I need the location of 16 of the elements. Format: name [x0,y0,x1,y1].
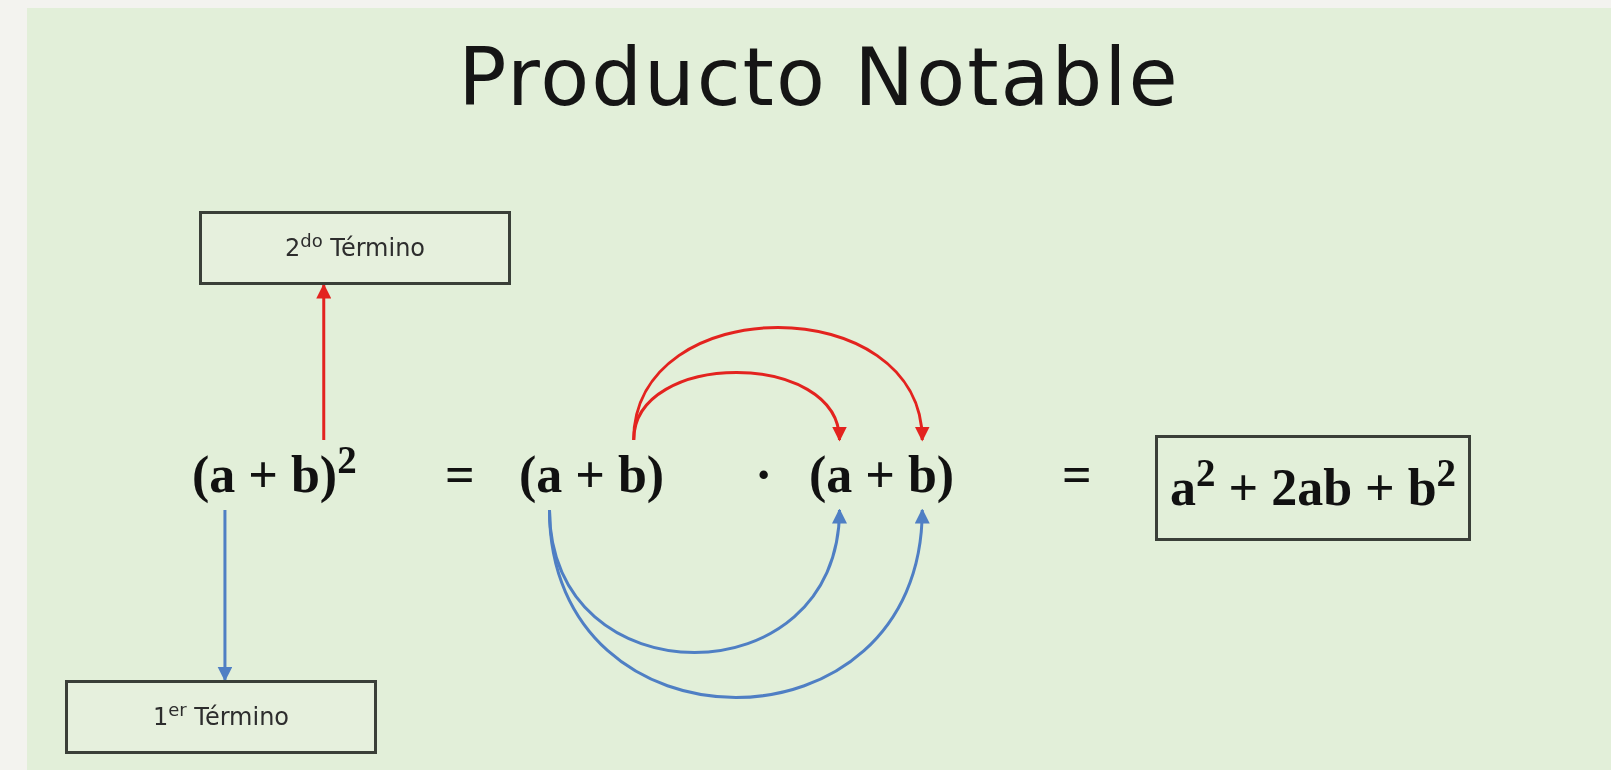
result-box: a$^{2}$ + 2ab + b$^{2}$ [1155,435,1472,541]
operator-symbol: · [755,445,773,505]
arrow [632,371,845,442]
expression-text: (a + b) [809,440,955,510]
expression-text: (a + b)$^{2}$ [192,440,357,510]
term-box: 2$^{do}$ Término [199,211,511,285]
arrow [548,508,846,654]
arrow [632,326,928,442]
arrow [217,510,233,682]
operator-symbol: = [1062,445,1092,505]
expression-text: (a + b) [519,440,665,510]
arrow [548,508,928,699]
arrow [316,283,332,440]
title: Producto Notable [458,30,1180,126]
operator-symbol: = [445,445,475,505]
term-box: 1$^{er}$ Término [65,680,377,754]
